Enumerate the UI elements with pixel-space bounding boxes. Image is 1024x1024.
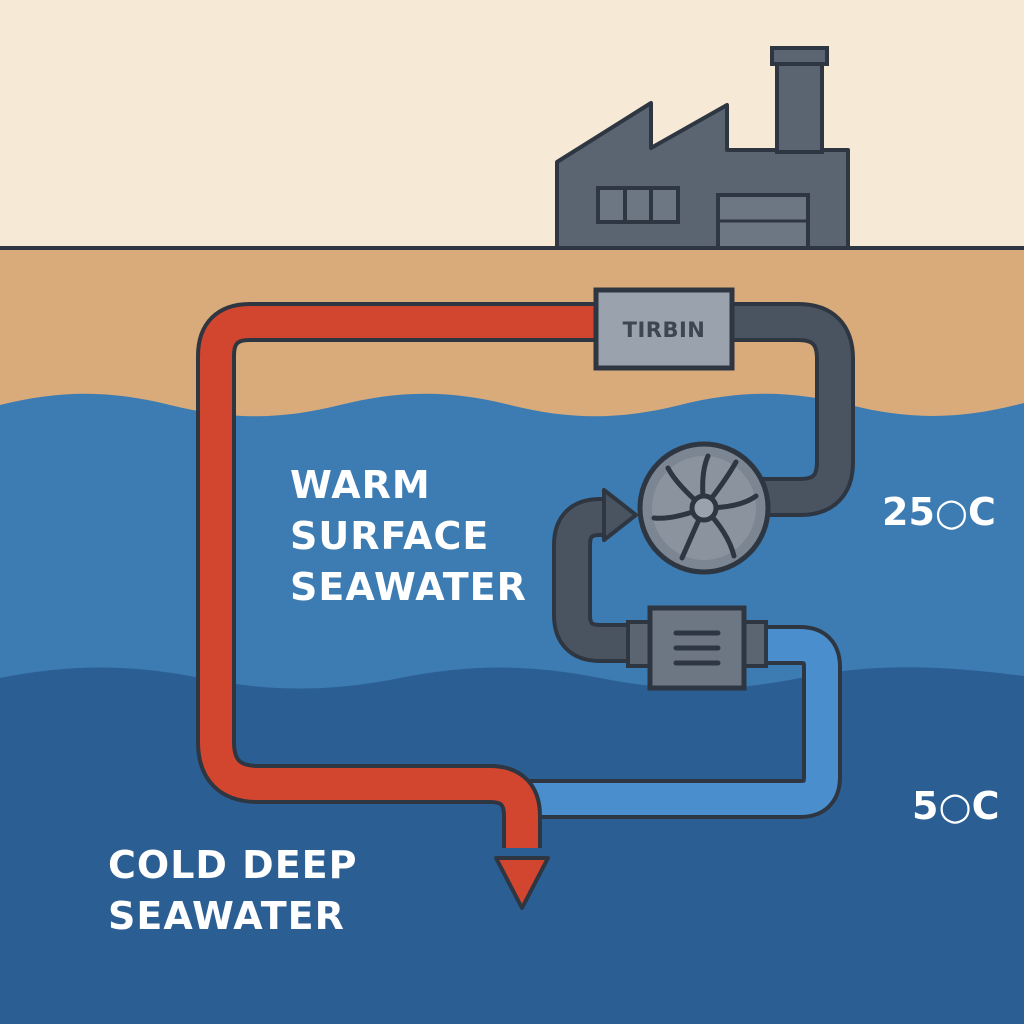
power-plant-building [555,46,850,250]
turbine-unit: TIRBIN [593,287,735,371]
factory-door [716,193,810,250]
cold-temperature-label: 5○C [912,784,1000,828]
flow-arrow-icon [602,488,638,542]
sky-background [0,0,1024,250]
condenser-unit [626,605,768,691]
turbine-label: TIRBIN [623,318,706,342]
cold-water-label-line-2: SEAWATER [108,894,345,938]
warm-temperature-label: 25○C [882,490,996,534]
warm-water-label: WARM SURFACE SEAWATER [290,460,527,613]
cold-water-label-line-1: COLD DEEP [108,843,358,887]
factory-window [596,186,680,224]
condenser-box [647,605,747,691]
turbine-box [593,287,735,371]
evaporator-fan [637,441,771,575]
warm-water-label-line-2: SURFACE [290,514,490,558]
warm-water-label-line-3: SEAWATER [290,565,527,609]
condenser-vent-icon [673,630,721,666]
discharge-arrow-icon [494,856,550,910]
warm-water-label-line-1: WARM [290,463,431,507]
fan-hub [689,493,719,523]
smokestack-cap [770,46,829,66]
cold-water-label: COLD DEEP SEAWATER [108,840,358,942]
